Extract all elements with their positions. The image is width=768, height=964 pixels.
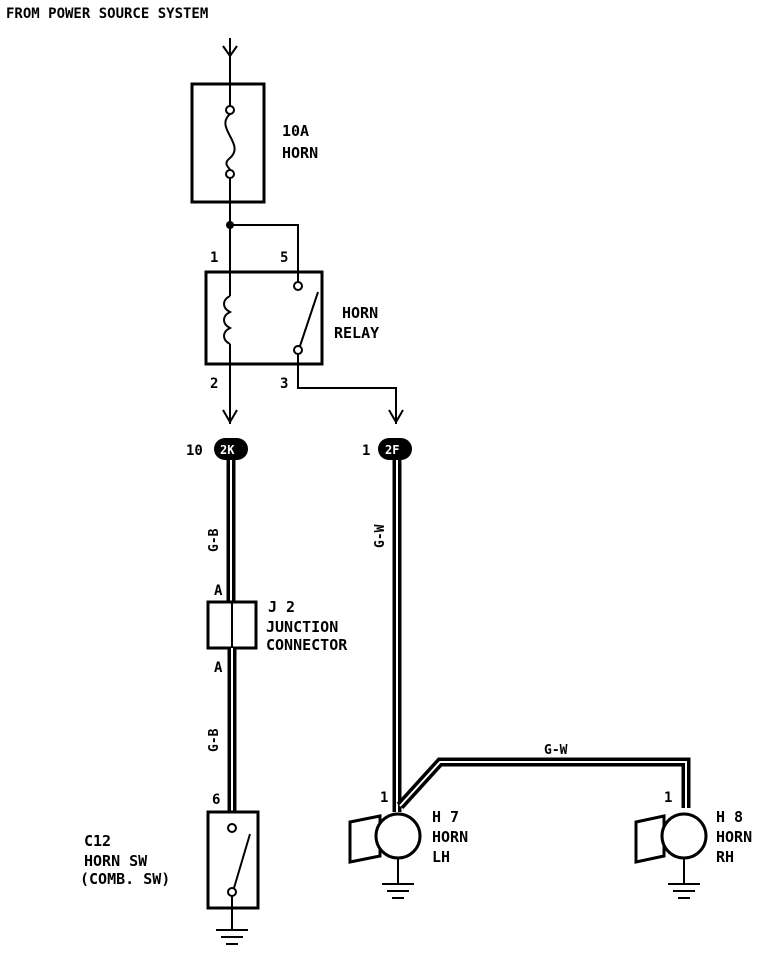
- relay-pin-3: 3: [280, 376, 288, 392]
- horn-rh-line2: RH: [716, 848, 734, 866]
- horn-rh-line1: HORN: [716, 828, 752, 846]
- horn-lh-h7: [348, 812, 422, 884]
- connector-2f-id: 2F: [385, 443, 399, 457]
- horn-switch-line1: HORN SW: [84, 852, 148, 870]
- horn-rh-h8: [634, 812, 708, 884]
- fuse-to-relay-wire: [229, 202, 299, 272]
- wire-g-w-horizontal: [396, 757, 691, 810]
- wire-code-right-vertical: G-W: [373, 524, 388, 548]
- power-input-arrow: [222, 38, 238, 84]
- wire-code-left-lower: G-B: [207, 728, 222, 752]
- horn-switch-pin: 6: [212, 792, 220, 808]
- wire-code-left-upper: G-B: [207, 528, 222, 552]
- junction-pin-top: A: [214, 583, 223, 599]
- fuse-rating: 10A: [282, 122, 309, 140]
- horn-switch-c12: [206, 810, 260, 930]
- diagram-title: FROM POWER SOURCE SYSTEM: [6, 6, 208, 22]
- horn-rh-pin: 1: [664, 790, 672, 806]
- junction-line1: JUNCTION: [266, 618, 338, 636]
- relay-pin-2: 2: [210, 376, 218, 392]
- junction-connector-j2: [206, 600, 258, 650]
- horn-relay: [204, 270, 324, 366]
- connector-2k: [214, 438, 248, 460]
- horn-switch-line2: (COMB. SW): [80, 870, 170, 888]
- wire-code-horizontal: G-W: [544, 743, 568, 758]
- splice-point: [226, 221, 234, 229]
- fuse-name: HORN: [282, 144, 318, 162]
- connector-2k-id: 2K: [220, 443, 235, 457]
- junction-line2: CONNECTOR: [266, 636, 348, 654]
- junction-pin-bottom: A: [214, 660, 223, 676]
- connector-2f: [378, 438, 412, 460]
- ground-symbol-switch: [216, 929, 248, 945]
- ground-symbol-rh: [668, 883, 700, 899]
- relay-pin-1: 1: [210, 250, 218, 266]
- relay-name-line2: RELAY: [334, 324, 379, 342]
- connector-2k-pin: 10: [186, 443, 203, 459]
- horn-switch-id: C12: [84, 832, 111, 850]
- relay-to-2f-wire: [297, 364, 404, 424]
- junction-id: J 2: [268, 598, 295, 616]
- horn-rh-id: H 8: [716, 808, 743, 826]
- relay-name-line1: HORN: [342, 304, 378, 322]
- horn-lh-line1: HORN: [432, 828, 468, 846]
- relay-to-2k-wire: [222, 364, 238, 424]
- relay-pin-5: 5: [280, 250, 288, 266]
- horn-lh-line2: LH: [432, 848, 450, 866]
- ground-symbol-lh: [382, 883, 414, 899]
- horn-lh-id: H 7: [432, 808, 459, 826]
- horn-lh-pin: 1: [380, 790, 388, 806]
- connector-2f-pin: 1: [362, 443, 370, 459]
- fuse-10a-horn: [190, 82, 266, 204]
